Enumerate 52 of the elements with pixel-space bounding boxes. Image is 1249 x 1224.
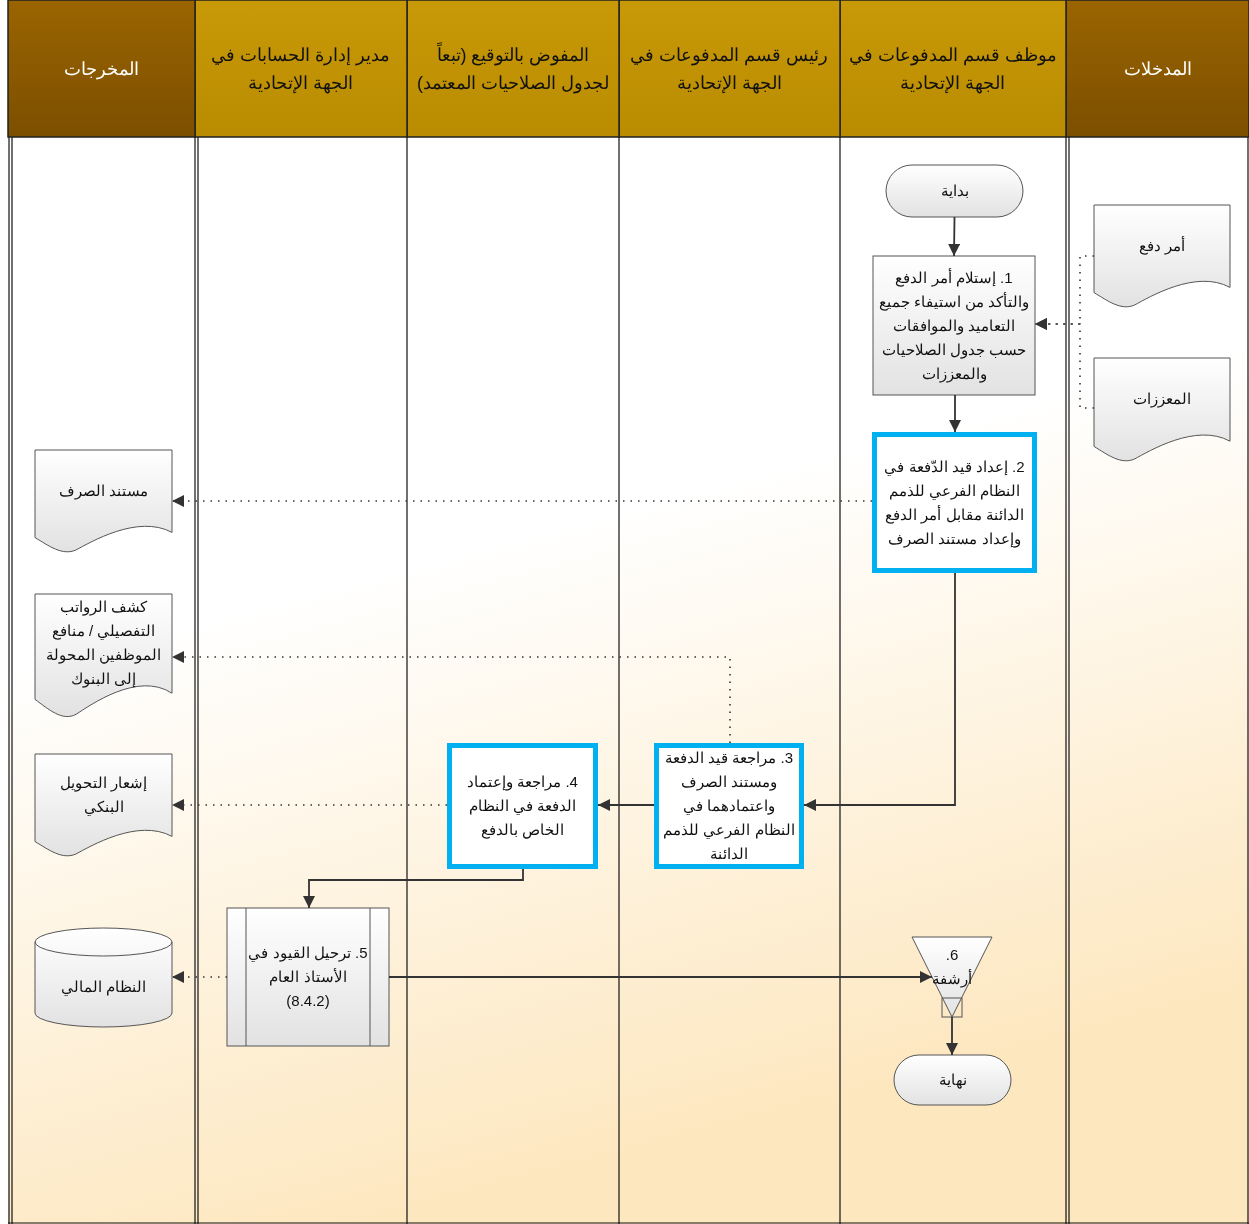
- dotted-arrow: [1034, 318, 1095, 409]
- shape-label: مستند الصرف: [57, 480, 150, 502]
- shape-label: 3. مراجعة قيد الدفعة ومستند الصرف واعتمادهما في النظام الفرعي للذمم الدائنة: [662, 751, 796, 861]
- terminator-shape: [886, 165, 1023, 217]
- process-box: [447, 743, 598, 869]
- dotted-arrow: [171, 495, 873, 507]
- shape-label: 6. أرشفة: [931, 945, 973, 990]
- process-box: [872, 432, 1037, 573]
- lane-header: [407, 0, 619, 137]
- arrow: [949, 394, 961, 433]
- shape-label: 1. إستلام أمر الدفع والتأكد من استيفاء جميع التعاميد والموافقات حسب جدول الصلاحيات والمعززات: [877, 267, 1031, 385]
- arrow: [948, 216, 961, 257]
- lane-title: مدير إدارة الحسابات في الجهة الإتحادية: [210, 43, 392, 96]
- lane-header: [8, 0, 195, 137]
- predefined-process-box: [227, 908, 389, 1046]
- lane-title: المدخلات: [1122, 57, 1193, 81]
- process-box: [654, 743, 804, 869]
- document-shape: [1094, 358, 1230, 462]
- document-shape: [35, 754, 172, 857]
- shape-label: نهاية: [937, 1070, 968, 1091]
- shape-label: إشعار التحويل البنكي: [58, 772, 149, 818]
- shape-label: المعززات: [1132, 389, 1192, 410]
- document-shape: [35, 450, 172, 553]
- lane-header: [195, 0, 407, 137]
- arrow: [946, 1016, 958, 1056]
- document-shape: [1094, 205, 1230, 308]
- shape-label: أمر دفع: [1137, 235, 1187, 257]
- arrow: [597, 799, 655, 811]
- lane-title: المفوض بالتوقيع (تبعاً لجدول الصلاحيات المعتمد): [416, 41, 610, 96]
- lane-header: [840, 0, 1066, 137]
- dotted-arrow: [171, 971, 228, 983]
- shape-label: النظام المالي: [59, 976, 148, 998]
- lane-title: رئيس قسم المدفوعات في الجهة الإتحادية: [629, 43, 830, 96]
- archive-triangle: [912, 937, 992, 1017]
- document-shape: [35, 594, 172, 718]
- lane-header: [619, 0, 840, 137]
- lane-title: المخرجات: [63, 57, 140, 82]
- database-cylinder: [35, 928, 172, 1027]
- dotted-arrow: [171, 799, 448, 811]
- shape-label: 2. إعداد قيد الدّفعة في النظام الفرعي للذمم الدائنة مقابل أمر الدفع وإعداد مستند الصرف: [883, 456, 1026, 550]
- shape-label: بداية: [939, 181, 970, 201]
- shape-label: كشف الرواتب التفصيلي / منافع الموظفين المحولة إلى البنوك: [44, 598, 163, 687]
- shape-label: 4. مراجعة وإعتماد الدفعة في النظام الخاص بالدفع: [466, 772, 579, 841]
- terminator-shape: [894, 1055, 1011, 1105]
- dotted-arrow: [171, 651, 731, 744]
- lane-title: موظف قسم المدفوعات في الجهة الإتحادية: [848, 43, 1058, 96]
- process-box: [873, 256, 1035, 395]
- shape-label: 5. ترحيل القيود في الأستاذ العام (8.4.2): [248, 943, 368, 1011]
- lane-header: [1066, 0, 1249, 137]
- arrow: [388, 971, 933, 983]
- arrow: [303, 868, 524, 909]
- arrow: [803, 572, 956, 811]
